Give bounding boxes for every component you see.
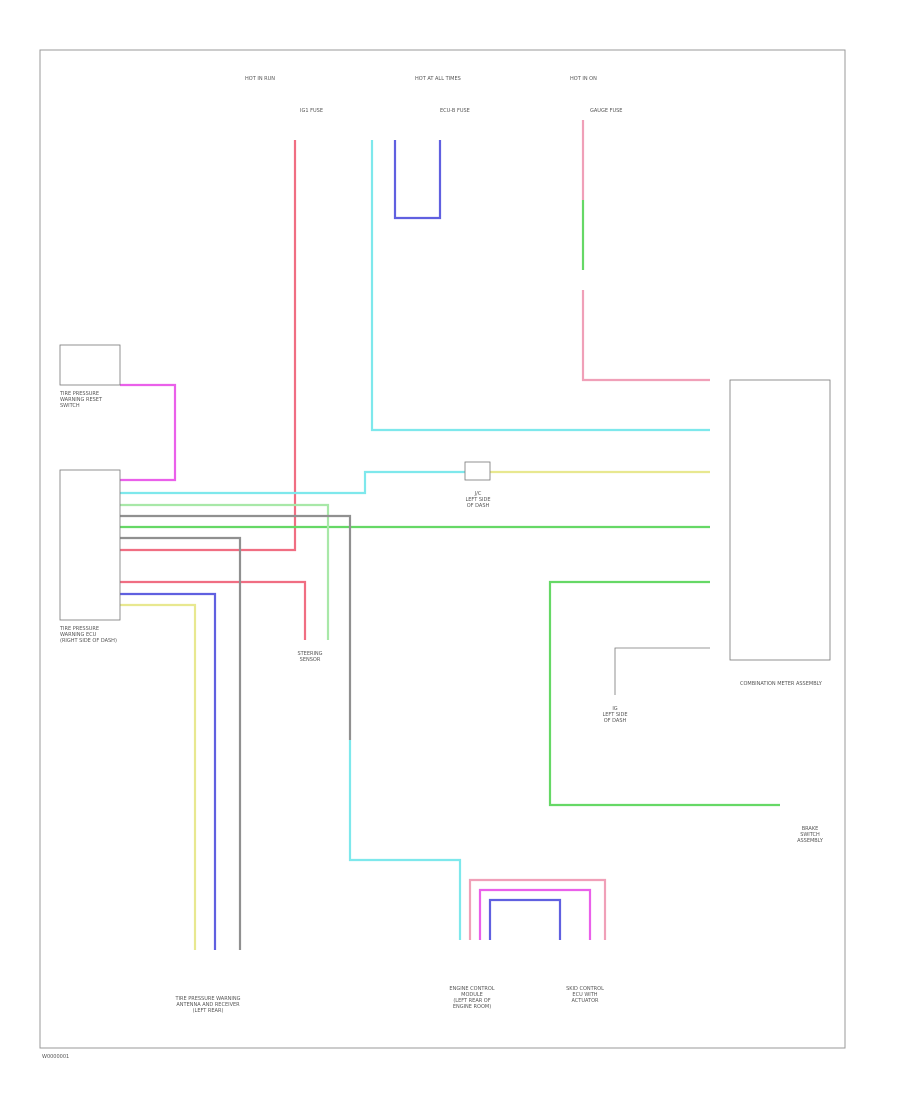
diagram-frame bbox=[39, 49, 846, 1049]
wire-magenta-switch bbox=[120, 383, 177, 482]
ground-label-line-0: IG bbox=[612, 706, 617, 712]
ground-label-line-1: LEFT SIDE bbox=[602, 712, 627, 718]
tire-receiver-label-line-0: TIRE PRESSURE WARNING bbox=[174, 996, 240, 1002]
wire-red-power bbox=[120, 140, 297, 552]
ground-label-line-2: OF DASH bbox=[604, 718, 627, 724]
wire-blue-loop bbox=[393, 140, 442, 220]
wire-green-brake bbox=[548, 580, 780, 807]
steering-sensor-label-line-0: STEERING bbox=[297, 651, 322, 657]
junction-block bbox=[464, 461, 491, 481]
tpms-ecu-box bbox=[59, 469, 121, 621]
wire-gray-receiver bbox=[120, 536, 242, 950]
fuse-label-1: IG1 FUSE bbox=[300, 108, 323, 114]
combination-meter-label: COMBINATION METER ASSEMBLY bbox=[740, 681, 823, 687]
wire-ground bbox=[614, 647, 710, 695]
wire-cyan-meter bbox=[370, 140, 710, 432]
reset-switch-box bbox=[59, 344, 121, 386]
wire-lightgreen-1 bbox=[120, 503, 330, 640]
wire-blue-loop-2 bbox=[488, 898, 562, 940]
tpms-ecu-label-line-1: WARNING ECU bbox=[60, 632, 97, 638]
fuse-label-2: ECU-B FUSE bbox=[440, 108, 470, 114]
junction-block-label-line-2: OF DASH bbox=[467, 503, 490, 509]
reset-switch-label-line-2: SWITCH bbox=[60, 403, 80, 409]
engine-control-label-line-1: MODULE bbox=[461, 992, 483, 998]
combination-meter-box bbox=[729, 379, 831, 661]
steering-sensor-label-line-1: SENSOR bbox=[300, 657, 321, 663]
wire-cyan-engine bbox=[348, 740, 462, 940]
power-source-2-line-0: HOT AT ALL TIMES bbox=[415, 76, 461, 82]
skid-control-label-line-1: ECU WITH bbox=[572, 992, 597, 998]
reset-switch-label-line-1: WARNING RESET bbox=[60, 397, 103, 403]
fuse-label-3: GAUGE FUSE bbox=[590, 108, 622, 114]
wire-pink-loop bbox=[468, 878, 607, 940]
junction-block-label-line-0: J/C bbox=[474, 491, 482, 497]
wire-cyan-ecu bbox=[120, 470, 465, 495]
engine-control-label-line-2: (LEFT REAR OF bbox=[453, 998, 490, 1004]
engine-control-label-line-3: ENGINE ROOM) bbox=[453, 1004, 491, 1010]
skid-control-label-line-2: ACTUATOR bbox=[571, 998, 599, 1004]
tpms-ecu-label-line-0: TIRE PRESSURE bbox=[59, 626, 99, 632]
power-source-1-line-0: HOT IN RUN bbox=[245, 76, 275, 82]
brake-switch-label-line-2: ASSEMBLY bbox=[797, 838, 824, 844]
engine-control-label-line-0: ENGINE CONTROL bbox=[449, 986, 494, 992]
wire-red-steering bbox=[120, 580, 307, 640]
page-code: W0000001 bbox=[42, 1054, 69, 1060]
tire-receiver-label-line-2: (LEFT REAR) bbox=[193, 1008, 224, 1014]
junction-block-label-line-1: LEFT SIDE bbox=[465, 497, 490, 503]
wire-blue-receiver bbox=[120, 592, 217, 950]
reset-switch-label-line-0: TIRE PRESSURE bbox=[59, 391, 99, 397]
power-source-3-line-0: HOT IN ON bbox=[570, 76, 597, 82]
wire-magenta-loop bbox=[478, 888, 592, 940]
skid-control-label-line-0: SKID CONTROL bbox=[566, 986, 604, 992]
wire-gray-1 bbox=[120, 514, 352, 740]
tire-receiver-label-line-1: ANTENNA AND RECEIVER bbox=[176, 1002, 240, 1008]
brake-switch-label-line-0: BRAKE bbox=[802, 826, 819, 832]
wire-yellow-receiver bbox=[120, 603, 197, 950]
tpms-ecu-label-line-2: (RIGHT SIDE OF DASH) bbox=[60, 638, 117, 644]
wire-pink-meter bbox=[581, 290, 710, 382]
brake-switch-label-line-1: SWITCH bbox=[800, 832, 820, 838]
